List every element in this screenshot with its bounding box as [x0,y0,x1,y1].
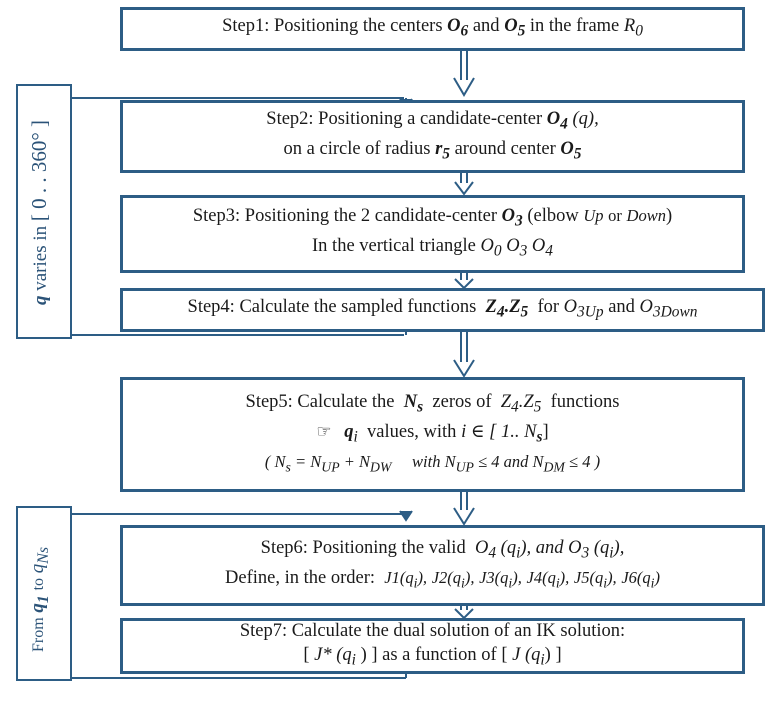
step4-text: Step4: Calculate the sampled functions Z… [187,297,698,321]
loop2-label-box [16,506,72,681]
step7-line2: [ J* (qi ) ] as a function of [ J (qi) ] [303,645,562,669]
step5-line3: ( Ns = NUP + NDW with NUP ≤ 4 and NDM ≤ … [264,451,601,474]
step2-line2: on a circle of radius r5 around center O… [283,138,582,163]
loop2-bracket [72,510,413,679]
loop1-label-box [16,84,72,339]
step6-box: Step6: Positioning the valid O4 (qi), an… [120,525,765,606]
step5-box: Step5: Calculate the Ns zeros of Z4.Z5 f… [120,377,745,492]
step4-box: Step4: Calculate the sampled functions Z… [120,288,765,332]
pointing-hand-icon: ☞ [316,421,332,441]
arrow-step5-step6 [453,490,475,526]
step5-line2: ☞ qi values, with i ∈ [ 1.. Ns] [316,421,549,446]
step5-line1: Step5: Calculate the Ns zeros of Z4.Z5 f… [245,392,620,416]
step3-line2: In the vertical triangle O0 O3 O4 [312,236,553,260]
loop2-label: From q1 to qNs [27,546,52,652]
arrow-step3-step4 [454,272,474,290]
arrow-step4-step5 [453,330,475,378]
loop1-label: q varies in [ 0 . . 360° ] [27,119,51,305]
step3-box: Step3: Positioning the 2 candidate-cente… [120,195,745,273]
step3-line1: Step3: Positioning the 2 candidate-cente… [192,206,673,230]
step1-text: Step1: Positioning the centers O6 and O5… [222,16,643,40]
step1-box: Step1: Positioning the centers O6 and O5… [120,7,745,51]
step6-line2: Define, in the order: J1(qi), J2(qi), J3… [225,567,660,590]
step6-line1: Step6: Positioning the valid O4 (qi), an… [260,538,625,562]
arrow-step2-step3 [454,170,474,196]
step7-line1: Step7: Calculate the dual solution of an… [239,621,626,642]
step2-line1: Step2: Positioning a candidate-center O4… [266,108,599,133]
step2-box: Step2: Positioning a candidate-center O4… [120,100,745,173]
arrow-step1-step2 [453,50,475,97]
step7-box: Step7: Calculate the dual solution of an… [120,618,745,674]
